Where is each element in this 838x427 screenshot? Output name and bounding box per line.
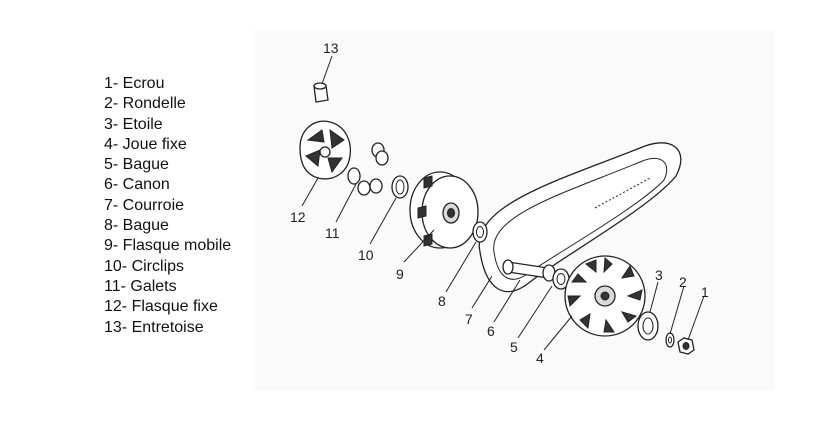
callout-1: 1: [701, 284, 709, 300]
legend-item-4: 4- Joue fixe: [104, 135, 187, 153]
parts-legend: 1- Ecrou 2- Rondelle 3- Etoile 4- Joue f…: [104, 74, 231, 338]
callout-7: 7: [465, 311, 473, 327]
legend-item-12: 12- Flasque fixe: [104, 298, 218, 316]
rollers-drawing: [347, 142, 389, 196]
legend-item-11: 11- Galets: [104, 277, 177, 295]
legend-item-8: 8- Bague: [104, 217, 169, 235]
legend-item-2: 2- Rondelle: [104, 95, 186, 113]
callout-2: 2: [679, 274, 687, 290]
legend-item-13: 13- Entretoise: [104, 318, 204, 336]
legend-item-9: 9- Flasque mobile: [104, 237, 232, 255]
callout-9: 9: [396, 266, 404, 282]
fan-pulley-drawing: [564, 255, 646, 337]
leader-lines: [301, 55, 705, 351]
circlip-drawing: [391, 175, 409, 199]
callout-13: 13: [323, 40, 339, 56]
legend-item-5: 5- Bague: [104, 156, 169, 174]
legend-item-6: 6- Canon: [104, 176, 170, 194]
bushing-8-drawing: [472, 221, 488, 243]
callout-8: 8: [438, 293, 446, 309]
callout-5: 5: [510, 339, 518, 355]
callout-4: 4: [536, 350, 544, 366]
star-washer-drawing: [637, 311, 659, 341]
callout-12: 12: [290, 209, 306, 225]
legend-item-1: 1- Ecrou: [104, 75, 165, 92]
legend-item-10: 10- Circlips: [104, 257, 185, 275]
callout-3: 3: [655, 267, 663, 283]
nut-drawing: [677, 337, 695, 355]
callout-10: 10: [358, 247, 374, 263]
belt-drawing: [478, 142, 682, 293]
spacer-drawing: [313, 82, 329, 103]
washer-drawing: [665, 332, 675, 348]
callout-11: 11: [325, 225, 340, 241]
callout-6: 6: [487, 323, 495, 339]
legend-item-3: 3- Etoile: [104, 115, 163, 133]
movable-pulley-drawing: [409, 171, 479, 249]
shaft-drawing: [502, 259, 556, 282]
ramp-plate-drawing: [299, 120, 352, 180]
legend-item-7: 7- Courroie: [104, 196, 185, 214]
